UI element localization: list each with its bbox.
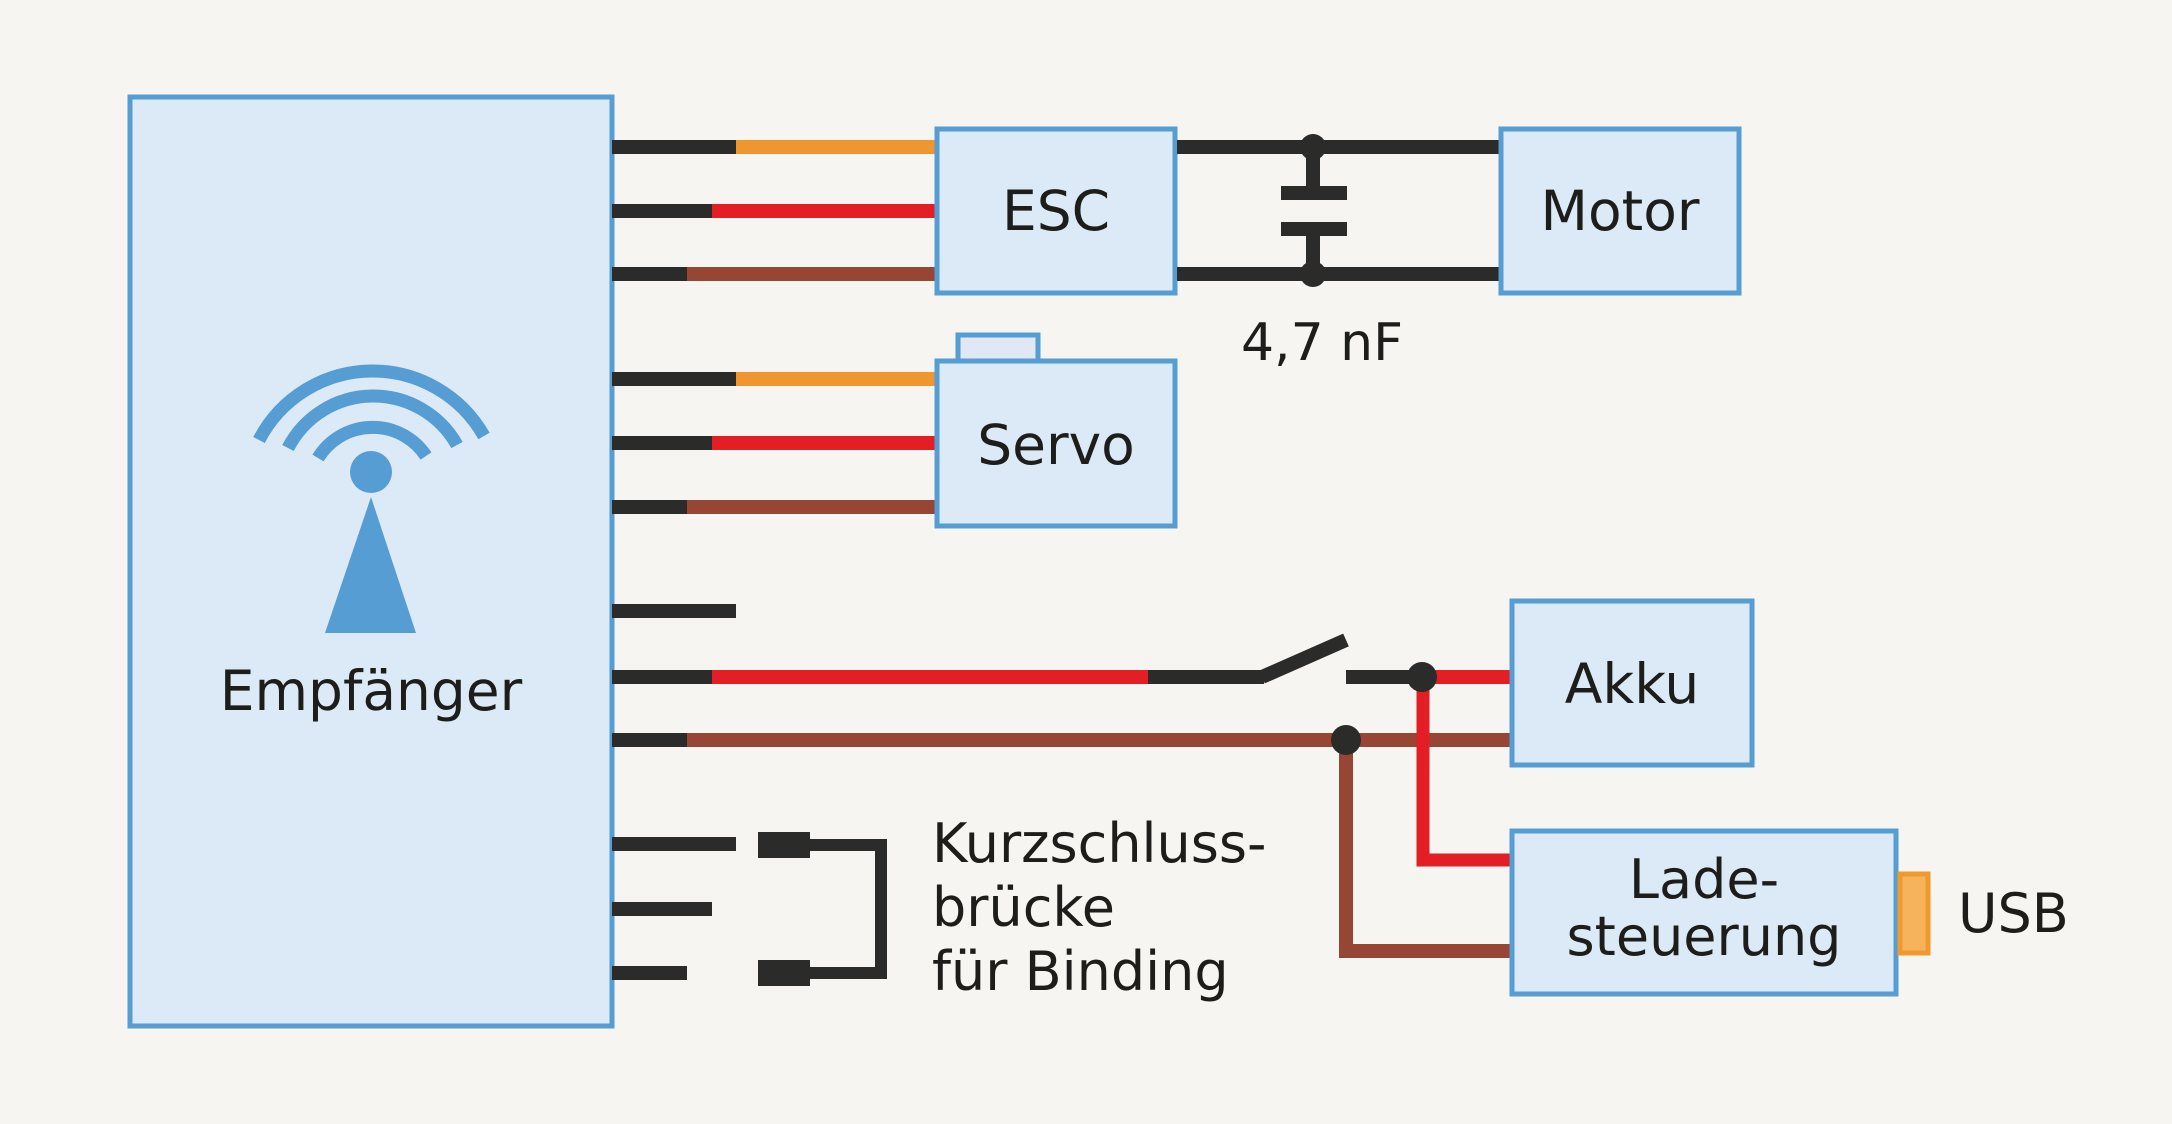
signal-arc-middle xyxy=(282,389,463,452)
wire-stub xyxy=(612,733,687,747)
jumper-plug-bottom xyxy=(758,960,810,986)
wire-stub xyxy=(612,500,687,514)
radio-antenna-icon xyxy=(253,364,490,633)
switch-open-icon xyxy=(1148,633,1422,684)
charger-minus-wire xyxy=(1339,740,1512,958)
motor-label: Motor xyxy=(1541,179,1700,243)
jumper-bridge-icon xyxy=(758,832,887,986)
jumper-label-line1: Kurzschluss- xyxy=(932,812,1267,875)
esc-block: ESC xyxy=(934,126,1178,296)
esc-box xyxy=(934,126,1178,296)
servo-cable xyxy=(612,372,936,514)
switch-lead-right xyxy=(1346,670,1422,684)
motor-wire-bottom xyxy=(1177,267,1501,281)
battery-label: Akku xyxy=(1565,652,1700,716)
wire-plus xyxy=(712,670,1148,684)
junction-dot xyxy=(1331,725,1361,755)
wire-stub xyxy=(612,204,712,218)
switch-lever xyxy=(1259,633,1349,684)
jumper-label-line3: für Binding xyxy=(932,940,1229,1003)
esc-label: ESC xyxy=(1002,179,1110,243)
wire-stub xyxy=(612,140,736,154)
jumper-wire xyxy=(808,839,887,979)
battery-box xyxy=(1509,598,1755,768)
wire-signal xyxy=(736,372,936,386)
receiver-block: Empfänger xyxy=(127,94,615,1029)
motor-wire-top xyxy=(1177,140,1501,154)
charger-label-line1: Lade- xyxy=(1629,848,1779,911)
signal-arc-inner xyxy=(312,420,432,462)
pin-stub xyxy=(612,966,687,980)
antenna-mast xyxy=(325,497,416,633)
battery-plus-wire xyxy=(1422,670,1512,684)
capacitor-icon xyxy=(1281,134,1347,287)
wire-signal xyxy=(736,140,936,154)
power-cable xyxy=(612,604,1512,958)
capacitor-plate-top xyxy=(1281,186,1347,200)
charger-plus-wire xyxy=(1416,677,1512,867)
wire-stub xyxy=(612,372,736,386)
binding-pins xyxy=(612,837,736,980)
usb-connector-icon xyxy=(1897,871,1931,956)
motor-block: Motor xyxy=(1498,126,1742,296)
wire-stub xyxy=(612,436,712,450)
capacitor-lead-top xyxy=(1306,147,1320,192)
battery-block: Akku xyxy=(1509,598,1755,768)
capacitor-plate-bottom xyxy=(1281,222,1347,236)
motor-box xyxy=(1498,126,1742,296)
pin-stub xyxy=(612,837,736,851)
esc-cable xyxy=(612,140,936,281)
usb-label: USB xyxy=(1958,882,2069,945)
receiver-label: Empfänger xyxy=(220,659,523,723)
jumper-plug-top xyxy=(758,832,810,858)
charger-box xyxy=(1509,828,1899,997)
junction-dot xyxy=(1407,662,1437,692)
wire-stub xyxy=(612,267,687,281)
wire-minus xyxy=(687,267,936,281)
capacitor-lead-bottom xyxy=(1306,230,1320,274)
antenna-dot xyxy=(350,451,392,493)
pin-stub xyxy=(612,902,712,916)
servo-block: Servo xyxy=(934,332,1178,529)
wire-minus xyxy=(687,733,1512,747)
wire-minus xyxy=(687,500,936,514)
capacitor-label: 4,7 nF xyxy=(1241,313,1403,373)
switch-lead-left xyxy=(1148,670,1264,684)
servo-tab xyxy=(955,332,1041,365)
charger-block: Lade- steuerung xyxy=(1509,828,1899,997)
wire-plus xyxy=(712,436,936,450)
wire-stub xyxy=(612,670,712,684)
wire-unused-stub xyxy=(612,604,736,618)
wire-plus xyxy=(712,204,936,218)
servo-label: Servo xyxy=(977,413,1135,477)
jumper-label-line2: brücke xyxy=(932,876,1115,939)
servo-box xyxy=(934,358,1178,529)
charger-label-line2: steuerung xyxy=(1567,905,1842,968)
signal-arc-outer xyxy=(253,364,490,444)
motor-wires xyxy=(1177,140,1501,281)
